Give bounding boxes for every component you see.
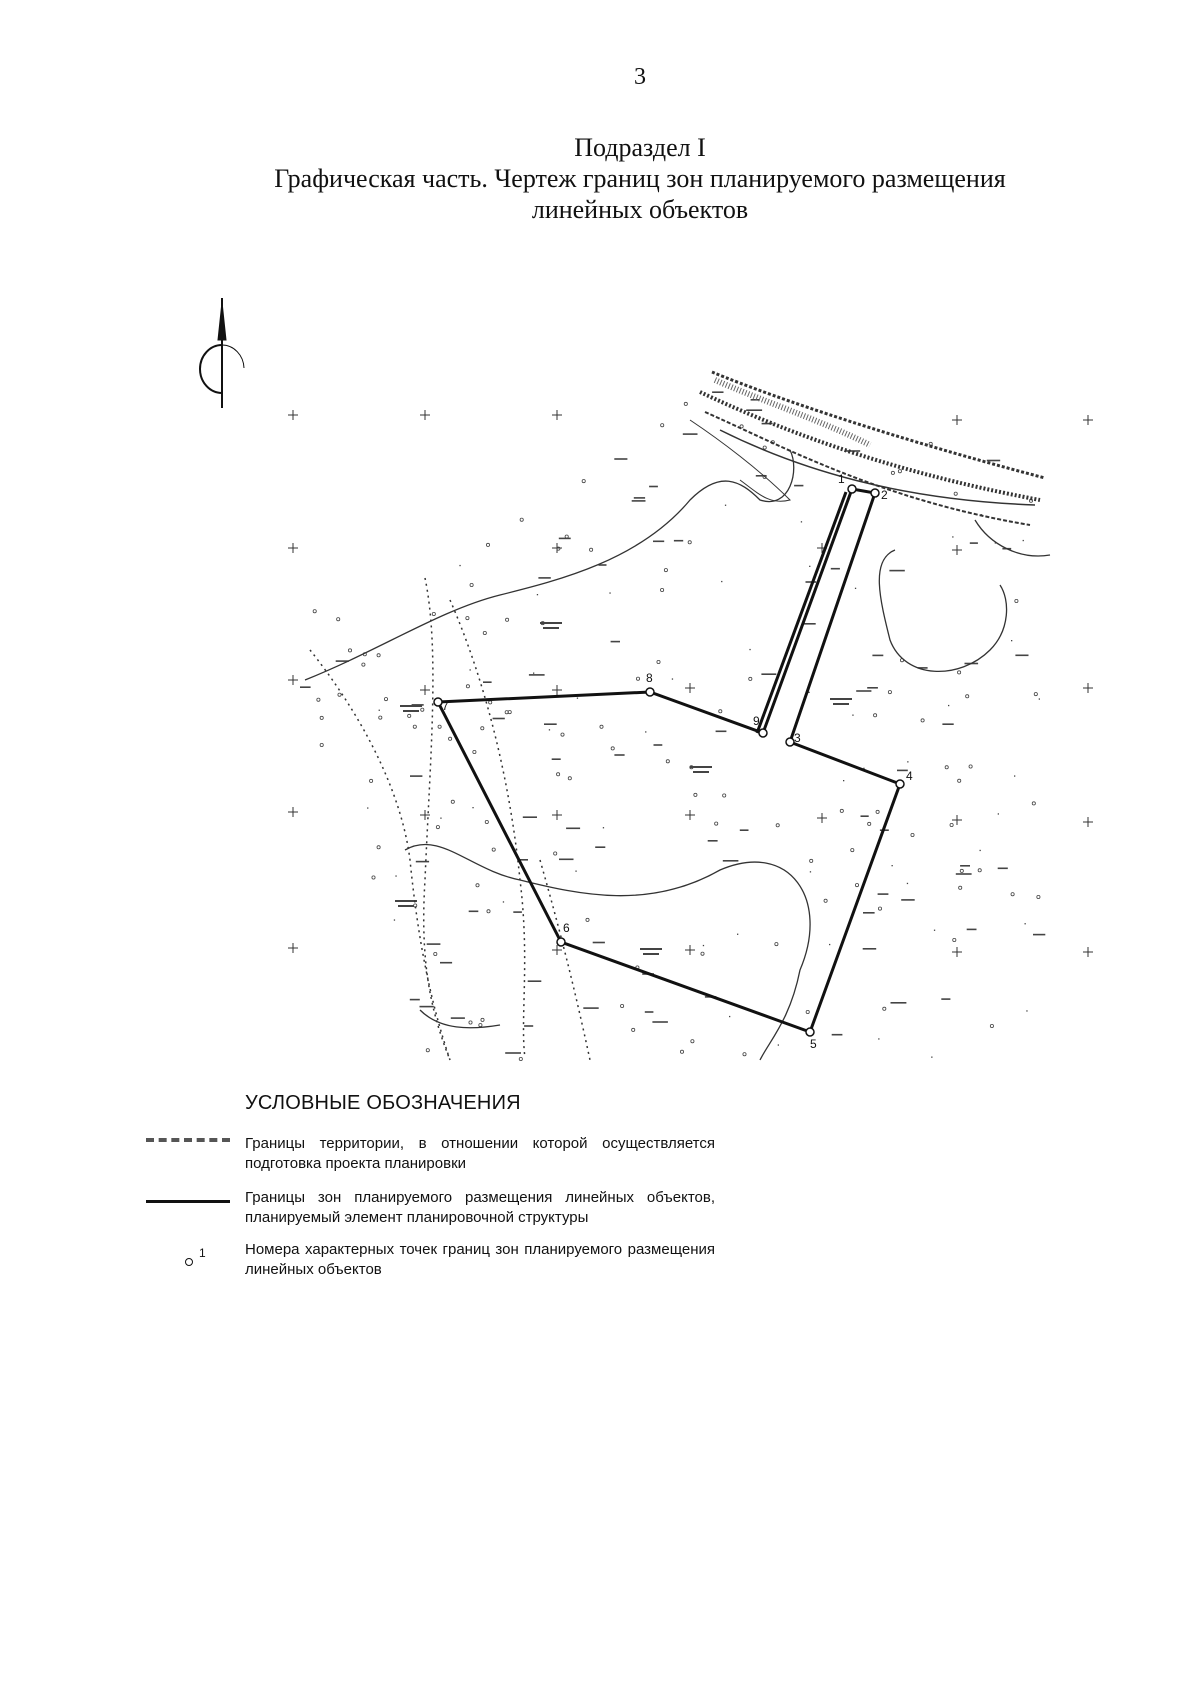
legend-title: УСЛОВНЫЕ ОБОЗНАЧЕНИЯ [245,1092,521,1114]
boundary-point-label: 7 [442,699,449,713]
boundary-point-marker [847,484,857,494]
dashed-line-icon [146,1138,230,1142]
grid-crosses [288,410,1093,957]
boundary-point-marker [758,728,768,738]
legend-text: Границы зон планируемого размещения лине… [245,1189,715,1226]
boundary-point-marker [785,737,795,747]
boundary-point-label: 5 [810,1037,817,1051]
boundary-point-label: 4 [906,769,913,783]
point-number: 1 [199,1246,206,1260]
boundary-points: 1 2 3 4 5 6 7 8 9 [433,472,913,1051]
boundary-point-marker [870,488,880,498]
boundary-point-label: 1 [838,472,845,486]
solid-line-icon [146,1200,230,1203]
boundary-point-label: 8 [646,671,653,685]
terrain-marks [300,391,1046,1062]
boundary-point-label: 3 [794,731,801,745]
planned-boundary [435,487,902,1034]
boundary-point-label: 6 [563,921,570,935]
legend-text: Границы территории, в отношении которой … [245,1135,715,1172]
boundary-point-marker [556,937,566,947]
boundary-point-label: 9 [753,714,760,728]
survey-lines [309,577,591,1061]
river-band [689,370,1046,526]
boundary-point-label: 2 [881,488,888,502]
boundary-point-marker [645,687,655,697]
title-line-2: Графическая часть. Чертеж границ зон пла… [274,164,1006,193]
north-arrow-icon [199,298,245,408]
contour-lines [304,449,1051,1061]
title-line-3: линейных объектов [531,195,749,224]
legend-text: Номера характерных точек границ зон план… [245,1241,715,1278]
boundary-point-marker [805,1027,815,1037]
boundary-point-marker [433,697,443,707]
title-line-1: Подраздел I [574,133,706,162]
planning-map: 1 2 3 4 5 6 7 8 9 [199,298,1093,1062]
page-number: 3 [634,64,646,90]
point-circle-icon [185,1258,193,1266]
page-title: Подраздел I Графическая часть. Чертеж гр… [0,132,1200,225]
point-marker-icon: 1 [185,1246,225,1266]
boundary-point-marker [895,779,905,789]
